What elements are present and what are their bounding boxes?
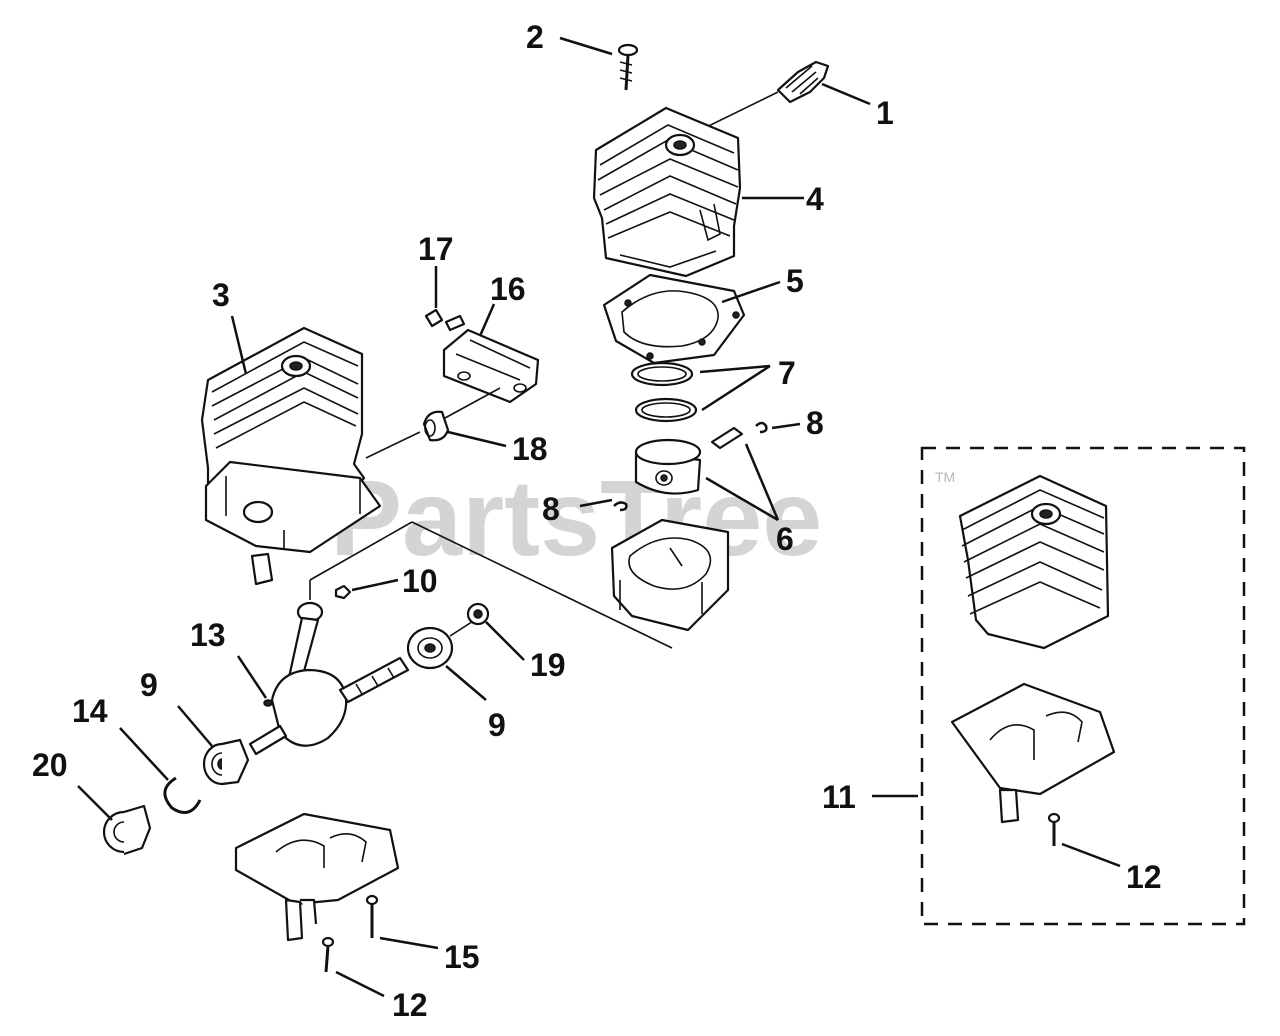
valve-housing-part-16[interactable] [442,328,540,404]
callout-2[interactable]: 2 [526,19,544,55]
callout-9-right[interactable]: 9 [488,707,506,743]
bearing-part-9-left[interactable] [202,738,250,786]
callout-16[interactable]: 16 [490,271,526,307]
crankcase-upper-housing[interactable] [610,518,730,632]
assembly-reference-lines [309,521,673,649]
callout-14[interactable]: 14 [72,693,108,729]
seal-part-19[interactable] [466,602,490,626]
oil-seal-part-20[interactable] [102,804,152,856]
callout-18[interactable]: 18 [512,431,548,467]
callout-11[interactable]: 11 [822,779,856,815]
screw-part-12-bottom[interactable] [321,936,335,973]
circlip-part-8-upper[interactable] [755,421,768,434]
crankcase-lower-housing[interactable] [234,812,400,942]
kit-box-part-11[interactable] [920,446,1246,926]
needle-bearing-part-10[interactable] [334,584,352,600]
screw-part-2[interactable] [617,43,639,91]
callout-8-lower[interactable]: 8 [542,491,560,527]
watermark-text: PartsTree [330,457,822,578]
pin-part-17[interactable] [424,308,466,332]
callout-labels: 2 1 4 5 7 8 8 6 3 17 16 18 10 13 19 9 9 … [32,19,1162,1023]
piston-rings-part-7[interactable] [630,361,698,423]
piston-part-6[interactable] [634,426,744,495]
woodruff-key-part-13[interactable] [263,699,273,707]
callout-8-upper[interactable]: 8 [806,405,824,441]
crankshaft-connecting-rod[interactable] [248,601,410,756]
callout-4[interactable]: 4 [806,181,824,217]
callout-19[interactable]: 19 [530,647,566,683]
callout-12-bottom[interactable]: 12 [392,987,428,1023]
snap-ring-part-14[interactable] [163,776,202,814]
circlip-part-8-lower[interactable] [613,501,628,512]
engine-assembly-part-3[interactable] [200,326,382,586]
callout-3[interactable]: 3 [212,277,230,313]
cylinder-part-4[interactable] [592,106,742,278]
bearing-part-9-right[interactable] [406,617,479,670]
gasket-part-5[interactable] [602,273,746,365]
callout-7[interactable]: 7 [778,355,796,391]
spark-plug-part-1[interactable] [679,60,830,141]
watermark-trademark: TM [935,469,955,485]
bushing-part-18[interactable] [365,387,501,459]
callout-12-kit[interactable]: 12 [1126,859,1162,895]
screw-part-15[interactable] [365,894,379,938]
leader-lines [77,36,1121,998]
callout-13[interactable]: 13 [190,617,226,653]
callout-9-left[interactable]: 9 [140,667,158,703]
callout-17[interactable]: 17 [418,231,454,267]
callout-20[interactable]: 20 [32,747,68,783]
callout-15[interactable]: 15 [444,939,480,975]
callout-10[interactable]: 10 [402,563,438,599]
callout-5[interactable]: 5 [786,263,804,299]
callout-6[interactable]: 6 [776,521,794,557]
callout-1[interactable]: 1 [876,95,894,131]
